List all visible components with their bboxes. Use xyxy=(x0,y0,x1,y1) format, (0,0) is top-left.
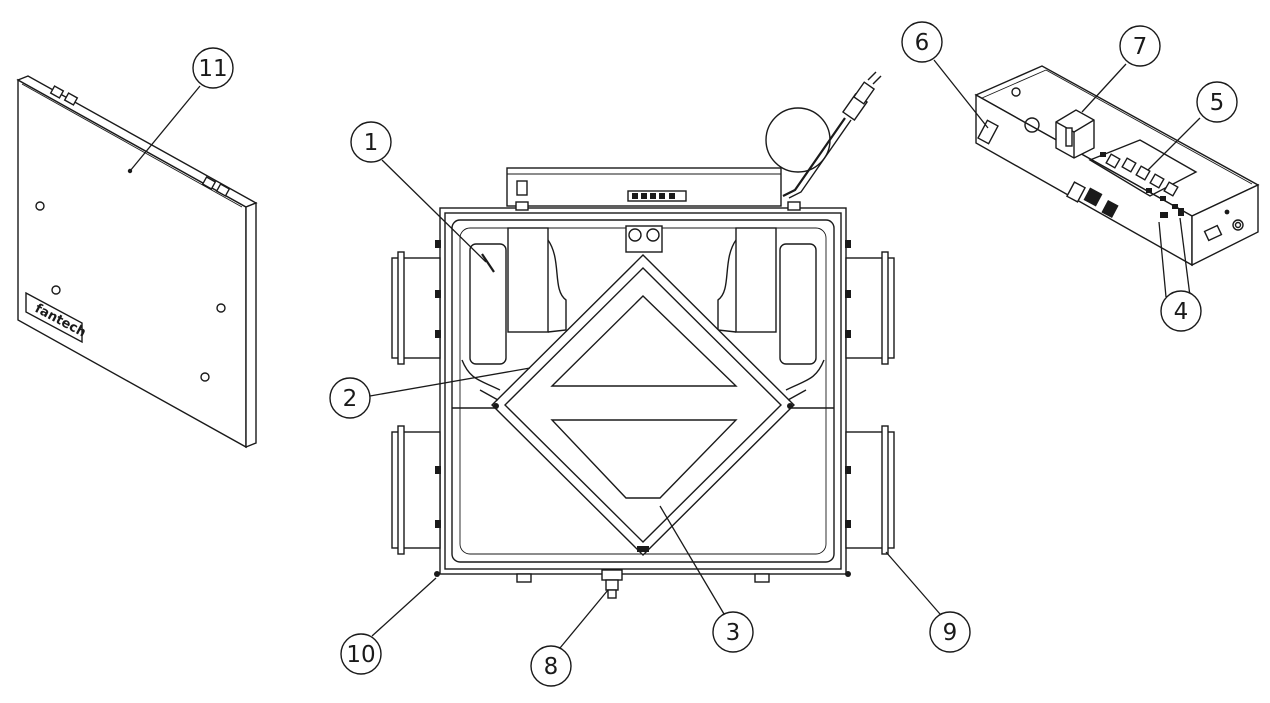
main-ventilation-unit xyxy=(391,71,895,599)
blower-motors xyxy=(461,227,825,391)
callout-11: 11 xyxy=(192,47,234,89)
callout-label: 3 xyxy=(726,620,741,646)
circuit-board xyxy=(1088,139,1198,218)
callout-3: 3 xyxy=(712,611,754,653)
callout-7: 7 xyxy=(1119,25,1161,67)
duct-collars xyxy=(391,240,895,555)
callout-4: 4 xyxy=(1160,290,1202,332)
drain-fitting xyxy=(601,569,623,599)
transformer xyxy=(1055,109,1095,159)
power-cord xyxy=(782,71,882,199)
heat-recovery-core xyxy=(479,254,807,556)
callout-10: 10 xyxy=(340,633,382,675)
callout-label: 11 xyxy=(198,56,227,82)
callout-label: 10 xyxy=(346,642,375,668)
callout-9: 9 xyxy=(929,611,971,653)
callout-label: 9 xyxy=(943,620,958,646)
front-cover-panel: fantech xyxy=(16,75,258,449)
callout-label: 1 xyxy=(364,130,379,156)
callout-label: 4 xyxy=(1174,299,1189,325)
callout-2: 2 xyxy=(329,377,371,419)
callout-label: 2 xyxy=(343,386,358,412)
callout-label: 5 xyxy=(1210,90,1225,116)
plug-detail-circle xyxy=(765,107,831,173)
control-board-enclosure xyxy=(974,65,1260,267)
callout-1: 1 xyxy=(350,121,392,163)
leader-lines xyxy=(129,59,1201,649)
callout-label: 7 xyxy=(1133,34,1148,60)
callout-label: 6 xyxy=(915,30,930,56)
callout-5: 5 xyxy=(1196,81,1238,123)
callout-6: 6 xyxy=(901,21,943,63)
callout-8: 8 xyxy=(530,645,572,687)
callout-label: 8 xyxy=(544,654,559,680)
